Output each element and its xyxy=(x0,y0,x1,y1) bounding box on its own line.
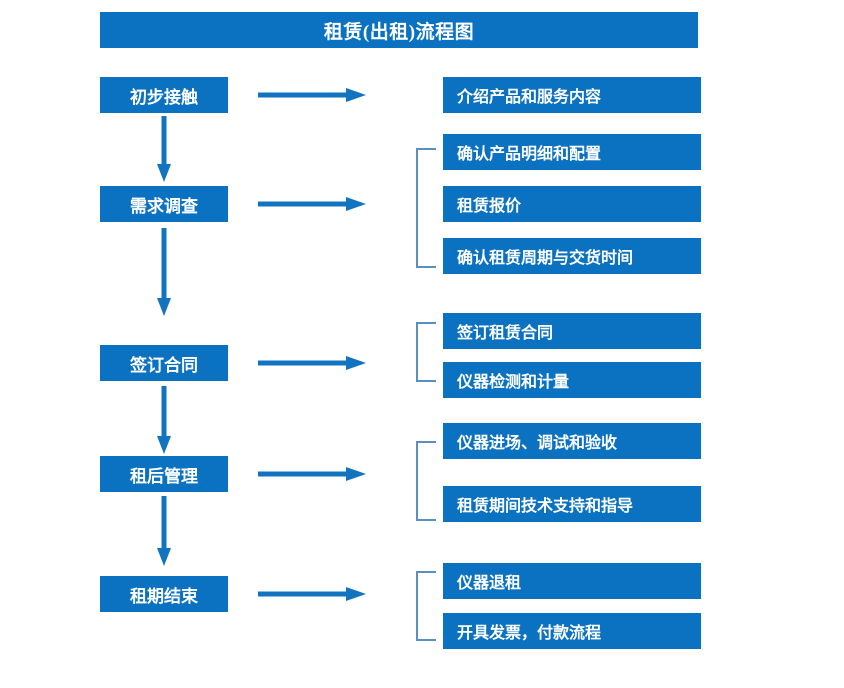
down-arrow-icon-3 xyxy=(156,386,172,454)
page-title: 租赁(出租)流程图 xyxy=(100,12,698,48)
detail-box-5-1[interactable]: 仪器退租 xyxy=(443,563,701,599)
detail-box-2-3[interactable]: 确认租赁周期与交货时间 xyxy=(443,238,701,274)
detail-box-2-1[interactable]: 确认产品明细和配置 xyxy=(443,134,701,170)
right-arrow-icon-4 xyxy=(258,466,366,482)
group-bracket-4 xyxy=(414,441,438,521)
stage-box-5[interactable]: 租期结束 xyxy=(100,576,228,612)
right-arrow-icon-1 xyxy=(258,87,366,103)
right-arrow-icon-3 xyxy=(258,355,366,371)
detail-box-1-1[interactable]: 介绍产品和服务内容 xyxy=(443,77,701,113)
detail-box-2-2[interactable]: 租赁报价 xyxy=(443,186,701,222)
detail-box-3-1[interactable]: 签订租赁合同 xyxy=(443,313,701,349)
detail-box-4-1[interactable]: 仪器进场、调试和验收 xyxy=(443,423,701,459)
group-bracket-2 xyxy=(414,148,438,268)
group-bracket-5 xyxy=(414,571,438,641)
stage-box-3[interactable]: 签订合同 xyxy=(100,345,228,381)
detail-box-5-2[interactable]: 开具发票，付款流程 xyxy=(443,613,701,649)
right-arrow-icon-5 xyxy=(258,586,366,602)
stage-box-2[interactable]: 需求调查 xyxy=(100,186,228,222)
down-arrow-icon-4 xyxy=(156,496,172,566)
detail-box-3-2[interactable]: 仪器检测和计量 xyxy=(443,362,701,398)
right-arrow-icon-2 xyxy=(258,196,366,212)
detail-box-4-2[interactable]: 租赁期间技术支持和指导 xyxy=(443,486,701,522)
down-arrow-icon-2 xyxy=(156,228,172,316)
down-arrow-icon-1 xyxy=(156,116,172,182)
stage-box-1[interactable]: 初步接触 xyxy=(100,77,228,113)
stage-box-4[interactable]: 租后管理 xyxy=(100,456,228,492)
group-bracket-3 xyxy=(414,322,438,382)
